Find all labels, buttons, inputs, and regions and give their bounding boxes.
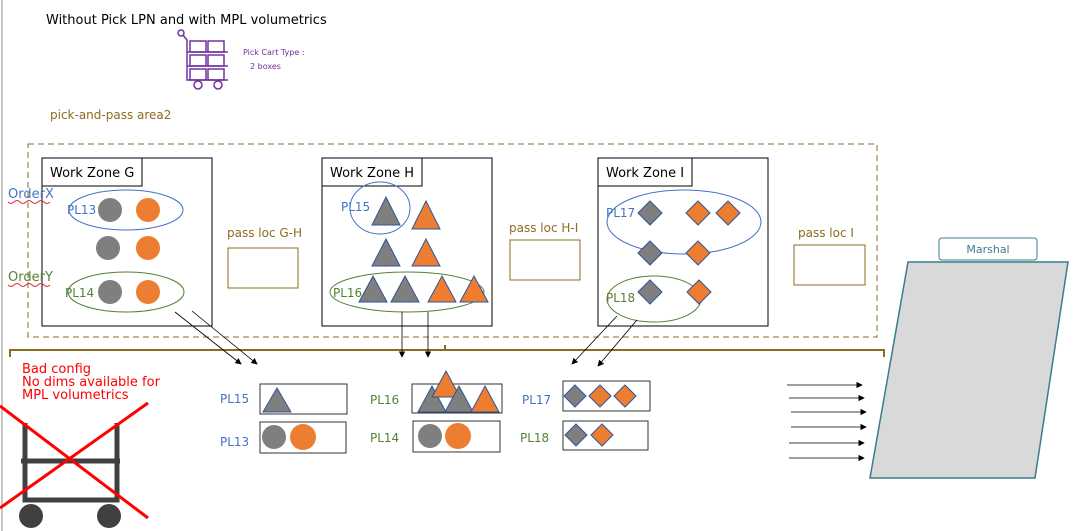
- diagram-title: Without Pick LPN and with MPL volumetric…: [46, 13, 327, 28]
- pass-loc-g-h: [227, 247, 299, 289]
- flow-arrows: [174, 310, 867, 462]
- pick-and-pass-area: [27, 143, 878, 338]
- pick-cart-icon: [177, 29, 228, 90]
- crossed-cart-icon: [0, 401, 149, 528]
- pass-loc-i: [793, 244, 866, 286]
- pick-cart-type-value: 2 boxes: [250, 62, 281, 71]
- output-lpn-label: PL17: [522, 393, 551, 407]
- work-zone-i: Work Zone I PL17 PL18: [597, 157, 769, 327]
- marshal-label-box: [938, 237, 1038, 261]
- order-x-label: OrderX: [8, 187, 54, 202]
- output-lpn-label: PL14: [370, 431, 399, 445]
- zone-label: Work Zone I: [606, 166, 684, 181]
- marshal-area: [869, 261, 1069, 479]
- bad-config-line: MPL volumetrics: [22, 388, 129, 403]
- spell-squiggle: [7, 200, 51, 204]
- lpn-label: PL16: [333, 286, 362, 300]
- output-lpn-label: PL18: [520, 431, 549, 445]
- lpn-label: PL18: [606, 291, 635, 305]
- area-bracket: [9, 345, 885, 357]
- output-lpns: PL15 PL13 PL16 PL14 PL17 PL18: [220, 369, 651, 454]
- work-zone-h: Work Zone H PL15 PL16: [321, 157, 493, 327]
- output-lpn-label: PL16: [370, 393, 399, 407]
- pass-loc-h-i: [509, 239, 581, 281]
- area-label: pick-and-pass area2: [50, 108, 171, 122]
- lpn-label: PL15: [341, 200, 370, 214]
- pass-loc-label: pass loc G-H: [227, 226, 302, 240]
- zone-label: Work Zone G: [50, 166, 134, 181]
- pass-loc-label: pass loc H-I: [509, 221, 578, 235]
- output-lpn-label: PL13: [220, 435, 249, 449]
- marshal-label: Marshal: [966, 243, 1009, 256]
- order-y-label: OrderY: [8, 270, 53, 285]
- pass-loc-label: pass loc I: [798, 226, 854, 240]
- lpn-label: PL17: [606, 206, 635, 220]
- bad-config-line: Bad config: [22, 362, 91, 377]
- lpn-label: PL14: [65, 286, 94, 300]
- output-lpn-label: PL15: [220, 392, 249, 406]
- zone-label: Work Zone H: [330, 166, 414, 181]
- spell-squiggle: [7, 283, 51, 287]
- work-zone-g: Work Zone G PL13 PL14: [41, 157, 213, 327]
- pick-cart-type-label: Pick Cart Type :: [243, 48, 305, 57]
- bad-config-line: No dims available for: [22, 375, 161, 390]
- lpn-label: PL13: [67, 203, 96, 217]
